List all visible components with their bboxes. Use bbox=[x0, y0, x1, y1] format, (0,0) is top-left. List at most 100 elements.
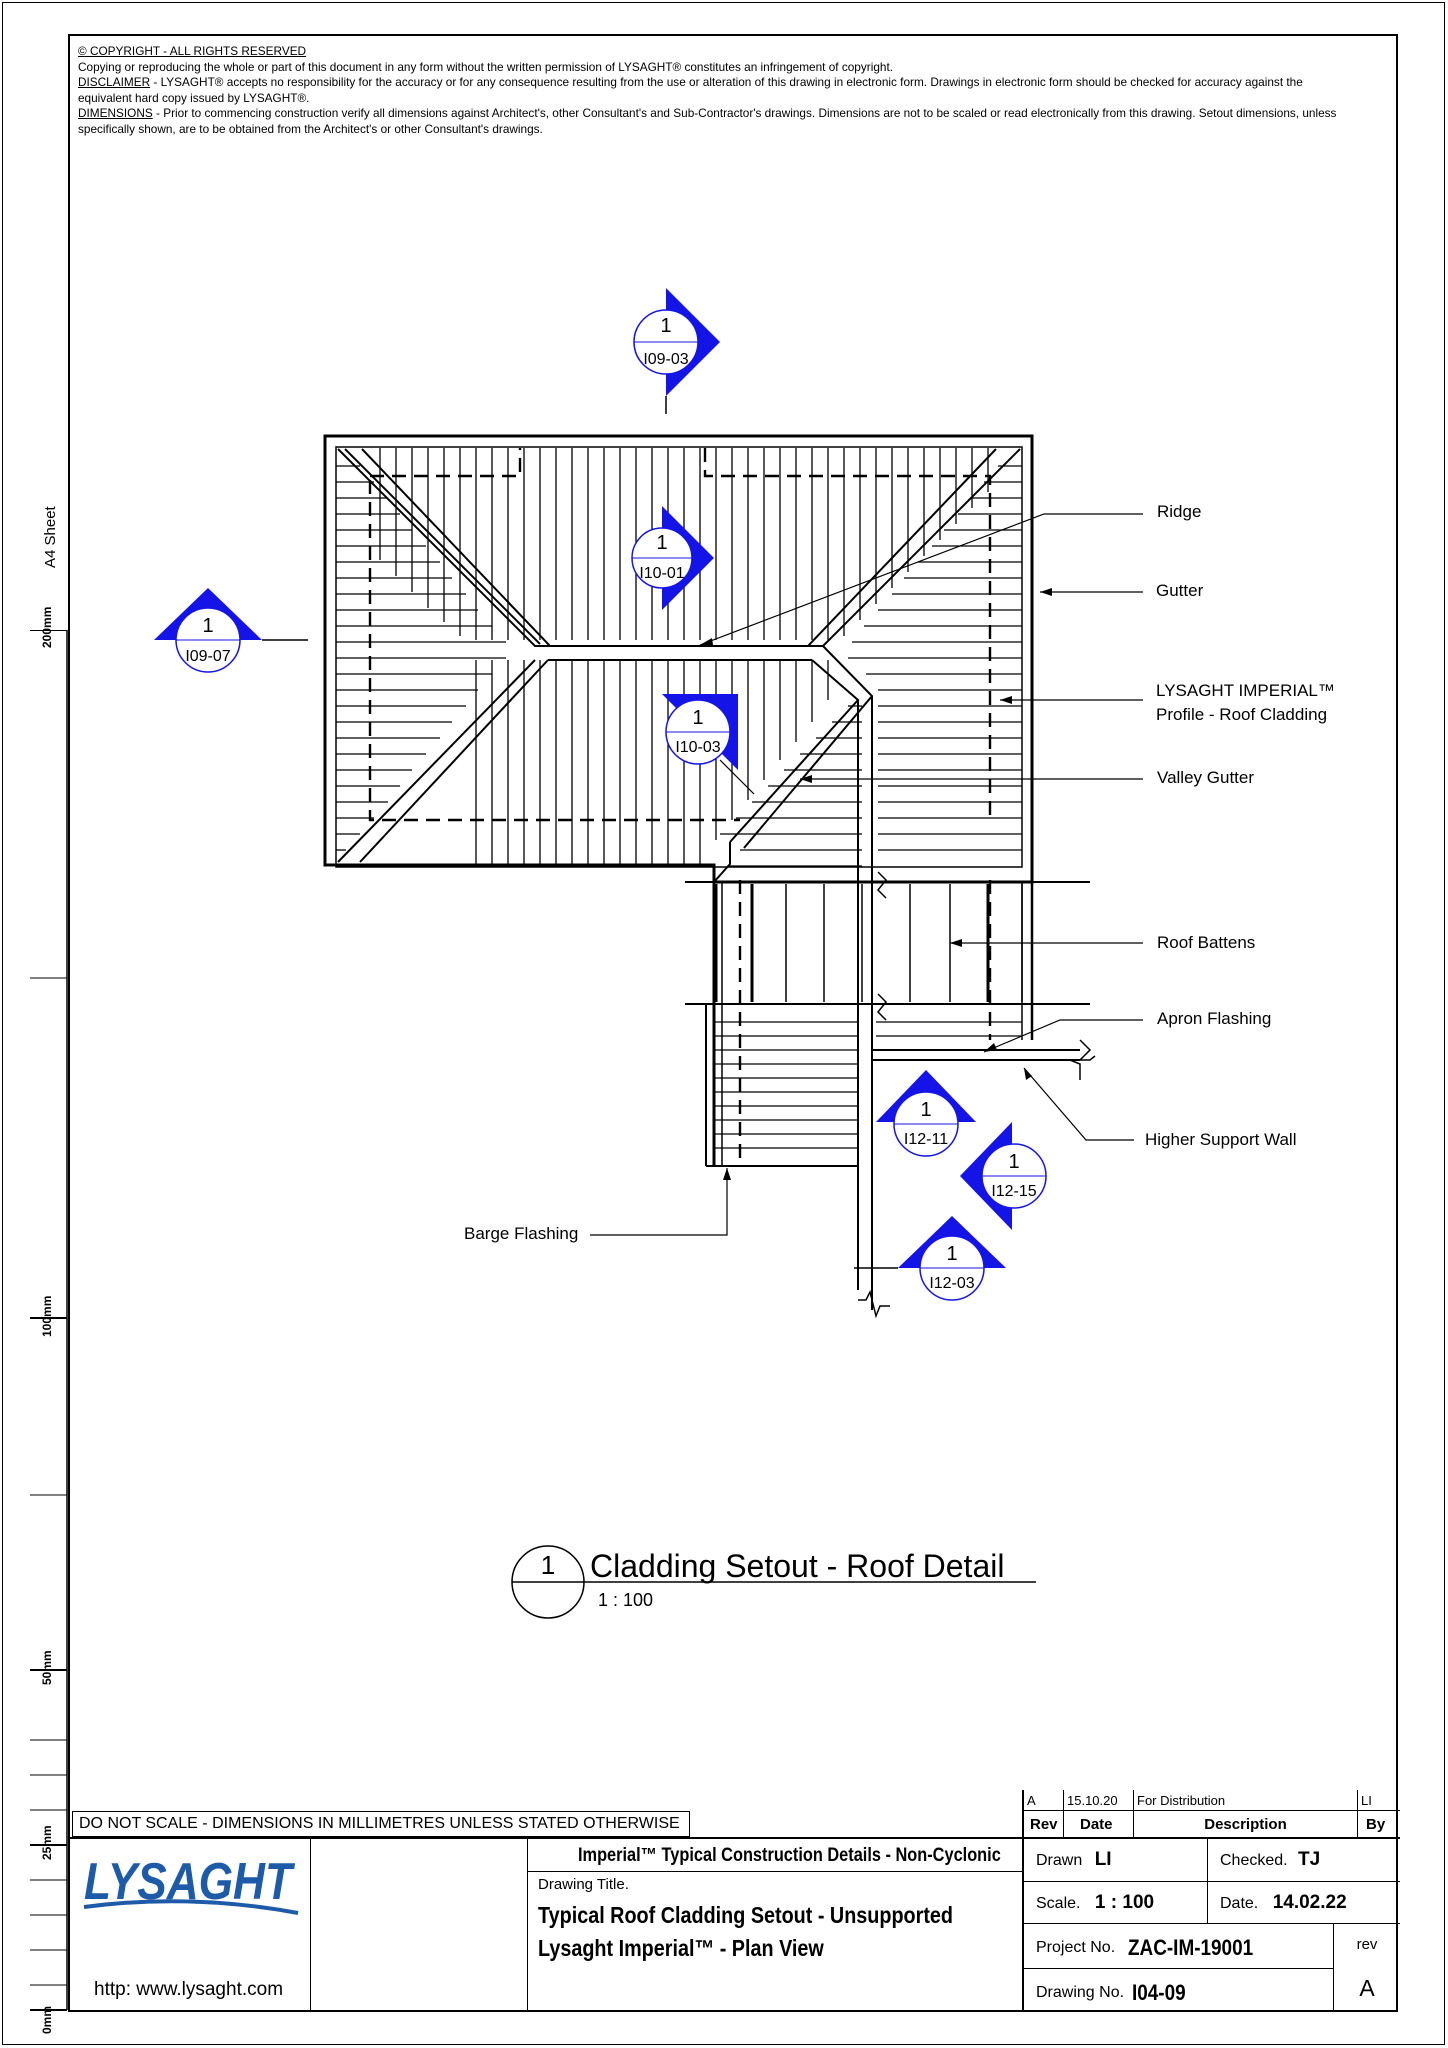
project-cell: Project No. ZAC-IM-19001 bbox=[1024, 1923, 1334, 1968]
marker-6-ref: I12-15 bbox=[991, 1183, 1036, 1200]
drawing-title-box: Drawing Title. Typical Roof Cladding Set… bbox=[527, 1872, 1022, 2012]
marker-3-num: 1 bbox=[202, 615, 213, 637]
rev-value: A bbox=[1359, 1975, 1375, 2001]
dimensions-text: - Prior to commencing construction verif… bbox=[78, 106, 1337, 136]
scale-value: 1 : 100 bbox=[1094, 1892, 1155, 1913]
drawing-frame bbox=[68, 34, 1398, 2012]
drawn-value: LI bbox=[1094, 1849, 1112, 1870]
marker-4-ref: I10-03 bbox=[675, 739, 720, 756]
rev-header-by-text: By bbox=[1366, 1816, 1386, 1833]
drawing-title-line2: Lysaght Imperial™ - Plan View bbox=[538, 1935, 824, 1961]
series-box: Imperial™ Typical Construction Details -… bbox=[527, 1837, 1022, 1872]
rev-row-rev-text: A bbox=[1027, 1793, 1036, 1808]
arrowheads bbox=[700, 588, 1052, 1180]
rev-header-date-text: Date bbox=[1080, 1816, 1113, 1833]
callout-gutter: Gutter bbox=[1156, 581, 1204, 600]
do-not-scale-text: DO NOT SCALE - DIMENSIONS IN MILLIMETRES… bbox=[79, 1815, 680, 1832]
view-scale: 1 : 100 bbox=[598, 1590, 654, 1610]
drawing-no-cell: Drawing No. I04-09 bbox=[1024, 1968, 1334, 2012]
marker-5-ref: I12-11 bbox=[904, 1131, 948, 1148]
drawn-cell: Drawn LI bbox=[1024, 1837, 1208, 1881]
leader-lines bbox=[590, 513, 1143, 1236]
rev-label-cell: rev A bbox=[1334, 1923, 1400, 2012]
drawing-title-line1: Typical Roof Cladding Setout - Unsupport… bbox=[538, 1902, 954, 1928]
rev-row-date: 15.10.20 bbox=[1064, 1790, 1134, 1811]
rev-label: rev bbox=[1356, 1936, 1378, 1953]
project-label: Project No. bbox=[1036, 1939, 1116, 1957]
rev-row-description-text: For Distribution bbox=[1137, 1793, 1226, 1808]
ruler-label-0: 0mm bbox=[40, 2005, 54, 2034]
date-label: Date. bbox=[1220, 1895, 1259, 1912]
view-title: Cladding Setout - Roof Detail bbox=[590, 1548, 1005, 1584]
logo-box: LYSAGHT http: www.lysaght.com bbox=[68, 1837, 311, 2012]
roof-plan-drawing bbox=[323, 434, 1143, 1319]
revision-table: A 15.10.20 For Distribution LI Rev Date … bbox=[1022, 1790, 1400, 2012]
view-title-marker: 1 bbox=[511, 1545, 1036, 1619]
scale-ruler bbox=[30, 630, 68, 2011]
scale-cell: Scale. 1 : 100 bbox=[1024, 1881, 1208, 1923]
callout-valley-gutter: Valley Gutter bbox=[1157, 768, 1255, 787]
rev-header-description-text: Description bbox=[1204, 1816, 1287, 1833]
project-value: ZAC-IM-19001 bbox=[1127, 1935, 1253, 1960]
do-not-scale-box: DO NOT SCALE - DIMENSIONS IN MILLIMETRES… bbox=[72, 1811, 690, 1837]
section-marker-6[interactable]: 1 I12-15 bbox=[956, 1120, 1056, 1232]
section-marker-3[interactable]: 1 I09-07 bbox=[150, 584, 310, 680]
rev-header-description: Description bbox=[1134, 1811, 1358, 1837]
callout-roof-battens: Roof Battens bbox=[1157, 933, 1256, 952]
horizontal-sheets-left bbox=[336, 465, 506, 851]
title-block: DO NOT SCALE - DIMENSIONS IN MILLIMETRES… bbox=[68, 1790, 1400, 2012]
section-marker-5[interactable]: 1 I12-11 bbox=[874, 1066, 980, 1166]
date-cell: Date. 14.02.22 bbox=[1208, 1881, 1400, 1923]
rev-header-rev-text: Rev bbox=[1030, 1816, 1058, 1833]
marker-6-num: 1 bbox=[1008, 1151, 1019, 1173]
rev-header-rev: Rev bbox=[1024, 1811, 1064, 1837]
tb-top-line bbox=[68, 1837, 1022, 1839]
horizontal-sheets-lower bbox=[714, 1021, 1022, 1149]
callout-barge-flashing: Barge Flashing bbox=[464, 1224, 579, 1243]
section-marker-1[interactable]: 1 I09-03 bbox=[626, 286, 726, 416]
section-marker-2[interactable]: 1 I10-01 bbox=[624, 504, 718, 614]
callout-higher-support-wall: Higher Support Wall bbox=[1145, 1130, 1297, 1149]
notes-block: © COPYRIGHT - ALL RIGHTS RESERVED Copyin… bbox=[78, 44, 1338, 137]
callout-apron-flashing: Apron Flashing bbox=[1157, 1009, 1272, 1028]
date-value: 14.02.22 bbox=[1272, 1892, 1347, 1913]
ruler-label-25: 25mm bbox=[40, 1825, 54, 1860]
marker-7-num: 1 bbox=[946, 1243, 957, 1265]
drawing-title-label: Drawing Title. bbox=[538, 1876, 629, 1893]
drawing-no-value: I04-09 bbox=[1132, 1980, 1187, 2005]
section-marker-7[interactable]: 1 I12-03 bbox=[852, 1212, 1008, 1312]
section-marker-4[interactable]: 1 I10-03 bbox=[654, 690, 764, 800]
rev-row-by: LI bbox=[1358, 1790, 1400, 1811]
break-mark-bottom bbox=[858, 1289, 890, 1319]
marker-3-ref: I09-07 bbox=[185, 648, 230, 665]
disclaimer-text: - LYSAGHT® accepts no responsibility for… bbox=[78, 75, 1303, 105]
checked-cell: Checked. TJ bbox=[1208, 1837, 1400, 1881]
drawing-no-label: Drawing No. bbox=[1036, 1984, 1125, 2002]
callout-cladding-line2: Profile - Roof Cladding bbox=[1156, 705, 1328, 724]
marker-2-ref: I10-01 bbox=[639, 565, 684, 582]
callout-cladding-line1: LYSAGHT IMPERIAL™ bbox=[1156, 681, 1335, 700]
rev-row-rev: A bbox=[1024, 1790, 1064, 1811]
view-number: 1 bbox=[541, 1550, 555, 1580]
dimensions-heading: DIMENSIONS bbox=[78, 106, 153, 120]
marker-2-num: 1 bbox=[656, 532, 667, 554]
setout-dashed-lines bbox=[368, 448, 992, 1160]
lower-roof-extension bbox=[685, 871, 1096, 1167]
hips-and-ridge bbox=[337, 448, 1021, 1310]
marker-1-num: 1 bbox=[660, 315, 671, 337]
marker-5-num: 1 bbox=[920, 1099, 931, 1121]
checked-value: TJ bbox=[1298, 1849, 1321, 1870]
callout-ridge: Ridge bbox=[1157, 502, 1202, 521]
disclaimer-heading: DISCLAIMER bbox=[78, 75, 151, 89]
copyright-heading: © COPYRIGHT - ALL RIGHTS RESERVED bbox=[78, 44, 307, 58]
drawn-label: Drawn bbox=[1036, 1852, 1083, 1869]
copyright-text: Copying or reproducing the whole or part… bbox=[78, 59, 893, 74]
checked-label: Checked. bbox=[1220, 1852, 1288, 1869]
marker-4-num: 1 bbox=[692, 707, 703, 729]
rev-header-by: By bbox=[1358, 1811, 1400, 1837]
series-text: Imperial™ Typical Construction Details -… bbox=[578, 1845, 1001, 1866]
rev-row-by-text: LI bbox=[1361, 1793, 1372, 1808]
rev-header-date: Date bbox=[1064, 1811, 1134, 1837]
rev-row-description: For Distribution bbox=[1134, 1790, 1358, 1811]
